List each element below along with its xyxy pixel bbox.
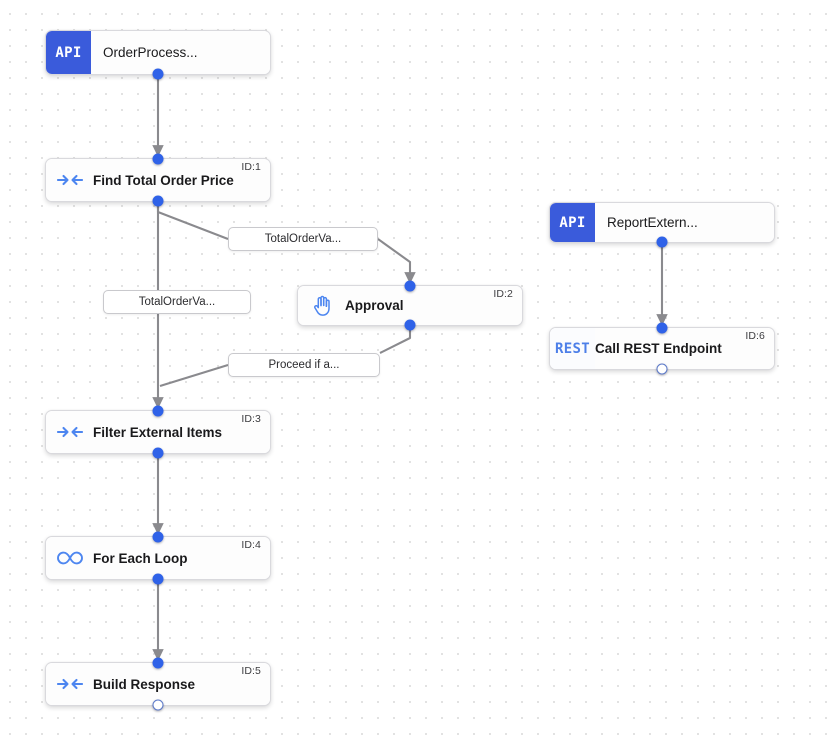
node-label: Filter External Items bbox=[93, 424, 223, 440]
rest-badge-icon: REST bbox=[550, 328, 595, 369]
edge-label-total-order-value-2[interactable]: TotalOrderVa... bbox=[103, 290, 251, 314]
node-id-badge: ID:5 bbox=[241, 665, 261, 677]
input-port[interactable] bbox=[656, 322, 668, 334]
node-order-process[interactable]: API OrderProcess... bbox=[45, 30, 271, 80]
edge-find-total-to-approval-tail bbox=[377, 238, 416, 285]
output-port[interactable] bbox=[152, 699, 164, 711]
output-port[interactable] bbox=[656, 236, 668, 248]
node-label: For Each Loop bbox=[93, 550, 188, 566]
edge-find-total-to-approval bbox=[156, 202, 229, 240]
output-port[interactable] bbox=[152, 68, 164, 80]
output-port[interactable] bbox=[152, 447, 164, 459]
input-port[interactable] bbox=[152, 657, 164, 669]
output-port[interactable] bbox=[152, 195, 164, 207]
infinity-icon bbox=[46, 550, 93, 566]
input-port[interactable] bbox=[152, 405, 164, 417]
node-label: ReportExtern... bbox=[607, 215, 698, 230]
node-report-extern[interactable]: API ReportExtern... bbox=[549, 202, 775, 248]
node-for-each-loop[interactable]: For Each Loop ID:4 bbox=[45, 531, 271, 585]
api-badge-icon: API bbox=[46, 31, 91, 74]
node-build-response[interactable]: Build Response ID:5 bbox=[45, 657, 271, 711]
edge-label-proceed-if-approved[interactable]: Proceed if a... bbox=[228, 353, 380, 377]
node-label: Build Response bbox=[93, 676, 196, 692]
edge-label-total-order-value-1[interactable]: TotalOrderVa... bbox=[228, 227, 378, 251]
edge-approval-to-filter-tail bbox=[159, 363, 229, 388]
node-label: Call REST Endpoint bbox=[595, 341, 722, 356]
node-label: OrderProcess... bbox=[103, 45, 198, 60]
input-port[interactable] bbox=[152, 153, 164, 165]
converge-arrows-icon bbox=[46, 172, 93, 188]
node-filter-external-items[interactable]: Filter External Items ID:3 bbox=[45, 405, 271, 459]
api-badge-icon: API bbox=[550, 203, 595, 242]
node-id-badge: ID:6 bbox=[745, 330, 765, 342]
node-call-rest-endpoint[interactable]: REST Call REST Endpoint ID:6 bbox=[549, 322, 775, 375]
converge-arrows-icon bbox=[46, 424, 93, 440]
input-port[interactable] bbox=[152, 531, 164, 543]
node-id-badge: ID:1 bbox=[241, 161, 261, 173]
node-find-total-order-price[interactable]: Find Total Order Price ID:1 bbox=[45, 153, 271, 207]
hand-icon bbox=[298, 295, 345, 317]
node-id-badge: ID:4 bbox=[241, 539, 261, 551]
converge-arrows-icon bbox=[46, 676, 93, 692]
input-port[interactable] bbox=[404, 280, 416, 292]
output-port[interactable] bbox=[404, 319, 416, 331]
node-id-badge: ID:3 bbox=[241, 413, 261, 425]
node-id-badge: ID:2 bbox=[493, 288, 513, 300]
node-label: Approval bbox=[345, 298, 404, 313]
edge-approval-to-filter bbox=[379, 326, 412, 354]
output-port[interactable] bbox=[152, 573, 164, 585]
node-approval[interactable]: Approval ID:2 bbox=[297, 280, 523, 331]
output-port[interactable] bbox=[656, 363, 668, 375]
node-label: Find Total Order Price bbox=[93, 172, 234, 188]
